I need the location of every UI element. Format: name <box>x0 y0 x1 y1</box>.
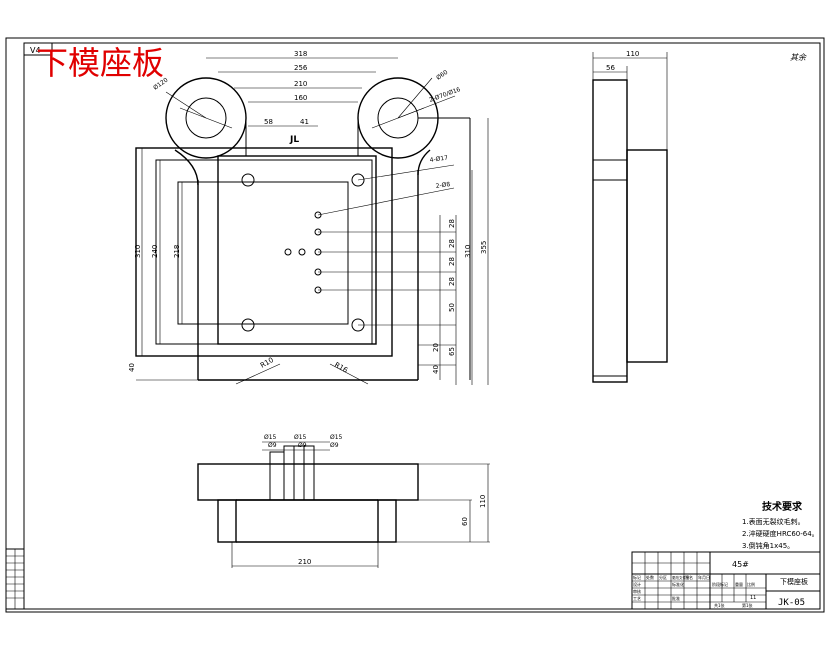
tb-label-standard: 标准化 <box>672 581 684 587</box>
tb-label-review: 审核 <box>633 588 641 594</box>
dim-inner-58: 58 <box>264 118 273 126</box>
dim-right-310: 310 <box>464 245 472 258</box>
dim-right-50: 50 <box>448 303 456 312</box>
tb-label-process: 工艺 <box>633 596 641 601</box>
dim-inner-41: 41 <box>300 118 309 126</box>
sec-dim-15-c: Ø15 <box>330 434 343 441</box>
title-block-labels: 标记 处数 分区 更改文件号 签名 年月日 设计 标准化 阶段标记 重量 比例 … <box>633 574 756 608</box>
tb-label-date: 年月日 <box>698 574 710 580</box>
tb-label-change: 更改文件号 <box>672 575 690 580</box>
left-margin-strip <box>5 548 25 610</box>
corner-label-box <box>23 42 53 56</box>
dim-bottom-40-right: 40 <box>432 365 440 374</box>
dim-top-160: 160 <box>294 94 307 102</box>
dim-right-28-c: 28 <box>448 257 456 266</box>
tb-label-scale-value: 11 <box>750 595 756 601</box>
plan-view <box>135 57 489 385</box>
tb-label-count: 处数 <box>646 574 654 580</box>
notes-heading: 技术要求 <box>762 500 803 513</box>
surface-finish-mark: 其余 <box>790 53 807 62</box>
tb-label-total-sheets: 共1张 <box>714 602 725 608</box>
callout-2-8: 2-Ø8 <box>435 181 451 190</box>
callout-60: Ø60 <box>435 69 449 82</box>
technical-notes: 技术要求 1.表面无裂纹毛刺。 2.淬硬硬度HRC60-64。 3.倒钝角1x4… <box>742 500 819 550</box>
section-view <box>197 441 490 568</box>
dim-top-210: 210 <box>294 80 307 88</box>
dim-right-65: 65 <box>448 347 456 356</box>
title-block-drawing-no: JK-05 <box>778 598 805 608</box>
sec-dim-210: 210 <box>298 558 311 566</box>
dim-left-310: 310 <box>134 245 142 258</box>
dim-left-240: 240 <box>151 245 159 258</box>
dim-inner-jl: JL <box>289 135 299 145</box>
dim-bottom-40-left: 40 <box>128 363 136 372</box>
tb-label-sign: 签名 <box>685 574 693 580</box>
side-dim-56: 56 <box>606 64 615 72</box>
callout-2-70: 2-Ø70/Ø16 <box>428 86 461 104</box>
outer-border <box>5 37 825 613</box>
drawing-title: 下模座板 <box>36 44 164 82</box>
sec-dim-110: 110 <box>479 495 487 508</box>
tb-label-weight: 重量 <box>735 581 743 587</box>
callout-4-17: 4-Ø17 <box>429 154 448 164</box>
corner-label: V4 <box>30 46 41 55</box>
dim-right-355: 355 <box>480 241 488 254</box>
section-view-dimensions: Ø15 Ø9 Ø15 Ø9 Ø15 Ø9 110 60 210 <box>264 434 487 566</box>
tb-label-approve: 批准 <box>672 595 680 601</box>
note-3: 3.倒钝角1x45。 <box>742 541 794 550</box>
sec-dim-15-a: Ø15 <box>264 434 277 441</box>
tb-label-sheet-no: 第1张 <box>742 602 753 608</box>
sec-dim-9-a: Ø9 <box>268 442 277 449</box>
note-1: 1.表面无裂纹毛刺。 <box>742 517 805 526</box>
tb-label-mark: 标记 <box>633 574 641 580</box>
sec-dim-9-b: Ø9 <box>298 442 307 449</box>
sec-dim-60: 60 <box>461 517 469 526</box>
sec-dim-15-b: Ø15 <box>294 434 307 441</box>
inner-border <box>23 42 821 610</box>
sec-dim-9-c: Ø9 <box>330 442 339 449</box>
title-block-material: 45# <box>732 560 749 569</box>
side-view <box>592 52 668 383</box>
dim-right-28-b: 28 <box>448 239 456 248</box>
note-2: 2.淬硬硬度HRC60-64。 <box>742 529 819 538</box>
dim-top-256: 256 <box>294 64 308 72</box>
dim-left-218: 218 <box>173 245 181 258</box>
dim-right-28-a: 28 <box>448 219 456 228</box>
dim-top-318: 318 <box>294 50 307 58</box>
side-dim-110: 110 <box>626 50 639 58</box>
dim-right-28-d: 28 <box>448 277 456 286</box>
tb-label-scale: 比例 <box>747 581 755 587</box>
tb-label-zone: 分区 <box>659 574 667 580</box>
dim-right-20: 20 <box>432 343 440 352</box>
title-block-part-name: 下模座板 <box>780 577 808 586</box>
tb-label-design: 设计 <box>633 581 641 587</box>
tb-label-stage: 阶段标记 <box>712 581 728 587</box>
title-block <box>631 551 821 610</box>
